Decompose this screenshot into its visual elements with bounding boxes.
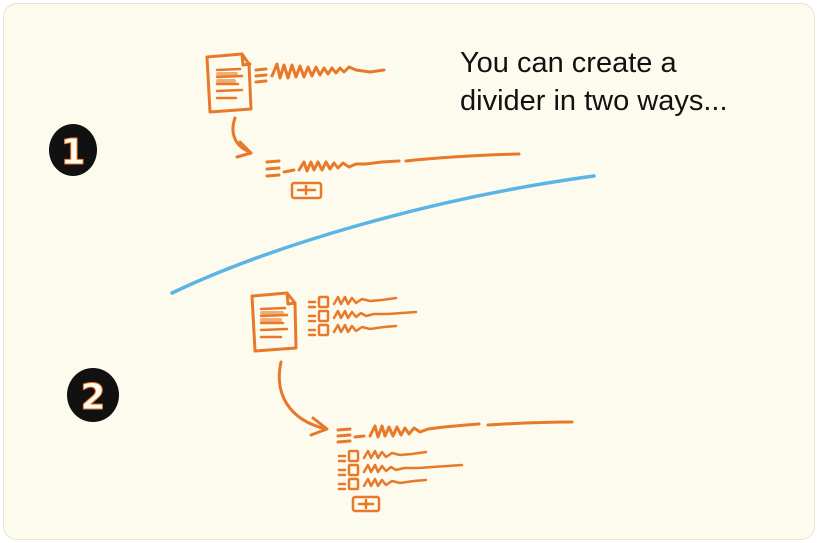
curved-arrow-icon [231, 116, 253, 159]
document-icon [205, 52, 253, 114]
step-number-1: 1 [60, 132, 85, 173]
block-list-scribble [307, 295, 418, 337]
sketch-drawing: 1 [49, 52, 596, 513]
block-list-scribble [337, 449, 464, 491]
step-badge-1: 1 [49, 124, 97, 176]
caption-line-2: divider in two ways... [460, 85, 728, 117]
step-badge-2: 2 [67, 368, 119, 422]
document-icon [250, 291, 298, 353]
page-title-scribble [254, 62, 386, 84]
divider-block-icon [290, 181, 323, 200]
caption-line-1: You can create a [460, 47, 677, 79]
method-2-group: 2 [67, 291, 574, 513]
divider-line-scribble [265, 152, 521, 178]
divider-line-scribble [336, 420, 574, 444]
curved-arrow-icon [277, 360, 329, 437]
caption-text: You can create a divider in two ways... [460, 44, 800, 120]
divider-block-icon [351, 495, 381, 513]
method-1-group: 1 [49, 52, 521, 200]
illustration-card: You can create a divider in two ways... … [3, 3, 815, 540]
blue-divider-line [170, 174, 596, 295]
step-number-2: 2 [80, 377, 105, 418]
